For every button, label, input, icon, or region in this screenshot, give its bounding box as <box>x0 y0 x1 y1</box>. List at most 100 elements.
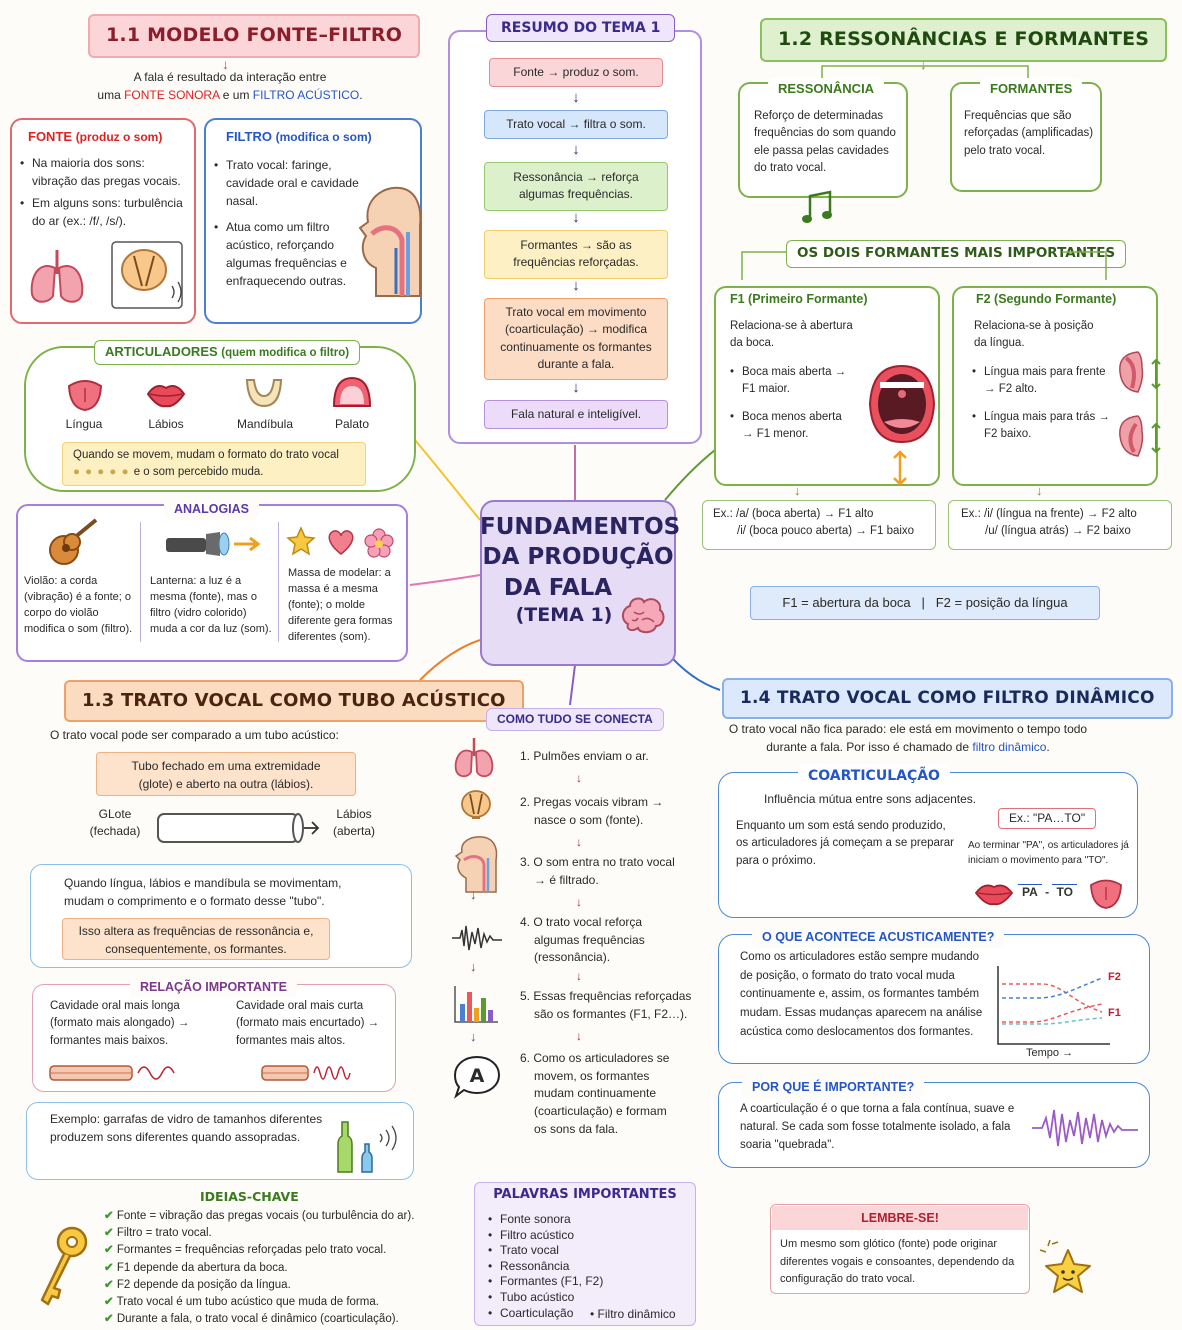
palavra-item: Formantes (F1, F2) <box>488 1274 688 1290</box>
s11-intro-filtro: FILTRO ACÚSTICO <box>252 88 360 102</box>
tongue-back-icon <box>1119 415 1161 457</box>
filtro-list: Trato vocal: faringe, cavidade oral e ca… <box>214 156 364 294</box>
ideia-text: Trato vocal é um tubo acústico que muda … <box>116 1296 379 1309</box>
down-arrow-icon: ↓ <box>572 89 580 106</box>
key-icon <box>40 1226 88 1306</box>
ideia-text: Durante a fala, o trato vocal é dinâmico… <box>116 1313 399 1326</box>
resumo-step: Ressonância → reforça algumas frequência… <box>484 162 668 211</box>
tube-alteration: Isso altera as frequências de ressonânci… <box>62 918 330 960</box>
center-title: FUNDAMENTOS DA PRODUÇÃO DA FALA (TEMA 1) <box>480 512 680 628</box>
porque-title: POR QUE É IMPORTANTE? <box>742 1076 925 1099</box>
long-tube-wave-icon <box>49 1065 175 1081</box>
heart-icon <box>328 530 354 555</box>
analogias-title: ANALOGIAS <box>164 498 259 521</box>
check-icon: ✔ <box>104 1210 114 1222</box>
palavra-item: Filtro acústico <box>488 1228 688 1244</box>
tube-movement-text: Quando língua, lábios e mandíbula se mov… <box>64 876 342 908</box>
glote-subtext: (fechada) <box>89 824 141 839</box>
down-arrow-icon: ↓ <box>470 959 477 974</box>
conecta-step: 6. Como os articuladores se movem, os fo… <box>520 1051 670 1136</box>
coarticulacao-subtitle: Influência mútua entre sons adjacentes. <box>764 792 977 806</box>
resumo-step: Fonte → produz o som. <box>489 58 663 88</box>
palavra-extra-text: Filtro dinâmico <box>597 1307 676 1321</box>
ideia-item: ✔ Filtro = trato vocal. <box>104 1225 434 1242</box>
down-arrow-icon: ↓ <box>576 771 582 785</box>
dots-decoration: ● ● ● ● ● <box>73 466 134 479</box>
coarticulacao-text: Enquanto um som está sendo produzido, os… <box>736 820 954 867</box>
labios-text: Lábios <box>336 807 372 821</box>
articuladores-title-main: ARTICULADORES <box>105 344 218 359</box>
formant-chart-icon <box>997 966 1110 1045</box>
filtro-item: Atua como um filtro acústico, reforçando… <box>214 218 364 290</box>
lips-icon <box>146 385 186 408</box>
filtro-title: FILTRO <box>226 129 272 144</box>
f2-example-line: Ex.: /i/ (língua na frente) → F2 alto <box>961 508 1137 520</box>
garrafas-text: Exemplo: garrafas de vidro de tamanhos d… <box>50 1112 323 1144</box>
center-title-line: (TEMA 1) <box>515 604 613 627</box>
s12-arrow: ↓ <box>920 57 927 72</box>
ideia-text: F2 depende da posição da língua. <box>116 1278 291 1291</box>
s14-intro-end: . <box>1046 740 1050 754</box>
s13-intro: O trato vocal pode ser comparado a um tu… <box>50 728 339 742</box>
f2-title: F2 (Segundo Formante) <box>976 292 1117 306</box>
check-icon: ✔ <box>104 1227 114 1240</box>
relacao-curta: Cavidade oral mais curta (formato mais e… <box>236 1000 380 1047</box>
bar-chart-icon <box>454 986 498 1023</box>
palate-icon <box>332 376 372 407</box>
flashlight-icon <box>166 532 261 556</box>
f1-list: Boca mais aberta → F1 maior. Boca menos … <box>730 364 854 447</box>
star-icon <box>286 526 316 556</box>
ressonancia-title: RESSONÂNCIA <box>768 78 885 101</box>
tempo-label: Tempo → <box>1026 1047 1074 1059</box>
s11-intro-pre: uma <box>97 88 125 102</box>
artic-label: Palato <box>334 417 370 431</box>
palavra-item: Fonte sonora <box>488 1212 688 1228</box>
palavra-item: Ressonância <box>488 1259 688 1275</box>
f2-chart-label: F2 <box>1108 971 1121 983</box>
ideia-item: ✔ Durante a fala, o trato vocal é dinâmi… <box>104 1311 434 1328</box>
smiling-star-icon <box>1039 1239 1091 1293</box>
filtro-title-row: FILTRO (modifica o som) <box>226 128 372 147</box>
vocal-folds-icon <box>111 241 183 309</box>
s14-intro-text: O trato vocal não fica parado: ele está … <box>728 722 1088 754</box>
pa-to-row: PA - TO <box>1018 884 1077 901</box>
check-icon: ✔ <box>104 1261 114 1274</box>
glote-text: GLote <box>98 807 132 821</box>
speech-bubble-letter: A <box>469 1065 485 1087</box>
open-mouth-icon <box>868 364 936 444</box>
down-arrow-icon: ↓ <box>576 1029 582 1043</box>
tongue-icon <box>67 380 103 412</box>
acustica-card <box>718 934 1150 1064</box>
resumo-step: Trato vocal → filtra o som. <box>484 110 668 140</box>
ressonancia-text: Reforço de determinadas frequências do s… <box>754 110 896 174</box>
artic-label: Língua <box>65 417 103 431</box>
down-arrow-icon: ↓ <box>572 209 580 226</box>
ideia-item: ✔ Fonte = vibração das pregas vocais (ou… <box>104 1208 434 1225</box>
artic-label: Mandíbula <box>236 417 294 431</box>
f1-title: F1 (Primeiro Formante) <box>730 292 868 306</box>
f1-text: Relaciona-se à abertura da boca. <box>730 320 853 350</box>
articuladores-note-line1: Quando se movem, mudam o formato do trat… <box>73 449 339 461</box>
f2-item: Língua mais para frente → F2 alto. <box>972 364 1112 399</box>
updown-arrow-icon <box>893 450 907 486</box>
analogia-violao: Violão: a corda (vibração) é a fonte; o … <box>24 575 133 635</box>
lembre-title: LEMBRE-SE! <box>772 1206 1028 1230</box>
articuladores-note: Quando se movem, mudam o formato do trat… <box>62 442 366 486</box>
ideia-text: Filtro = trato vocal. <box>116 1227 212 1240</box>
palavra-item: Coarticulação <box>488 1306 688 1322</box>
ideia-text: F1 depende da abertura da boca. <box>116 1261 288 1274</box>
labios-subtext: (aberta) <box>332 824 376 839</box>
down-arrow-icon: ↓ <box>572 141 580 158</box>
center-title-line: DA FALA <box>503 574 613 601</box>
relacao-longa: Cavidade oral mais longa (formato mais a… <box>50 1000 190 1047</box>
coarticulacao-title: COARTICULAÇÃO <box>798 764 950 789</box>
flower-icon <box>364 528 394 558</box>
fonte-card: FONTE (produz o som) Na maioria dos sons… <box>10 118 196 324</box>
dois-branch-lines <box>741 251 1107 280</box>
tongue-front-icon <box>1119 351 1161 393</box>
fonte-subtitle: (produz o som) <box>75 130 163 144</box>
down-arrow-icon: ↓ <box>576 895 582 909</box>
dois-formantes-title: OS DOIS FORMANTES MAIS IMPORTANTES <box>786 240 1127 268</box>
lembre-text: Um mesmo som glótico (fonte) pode origin… <box>780 1238 1015 1286</box>
fonte-item: Em alguns sons: turbulência do ar (ex.: … <box>20 194 190 230</box>
